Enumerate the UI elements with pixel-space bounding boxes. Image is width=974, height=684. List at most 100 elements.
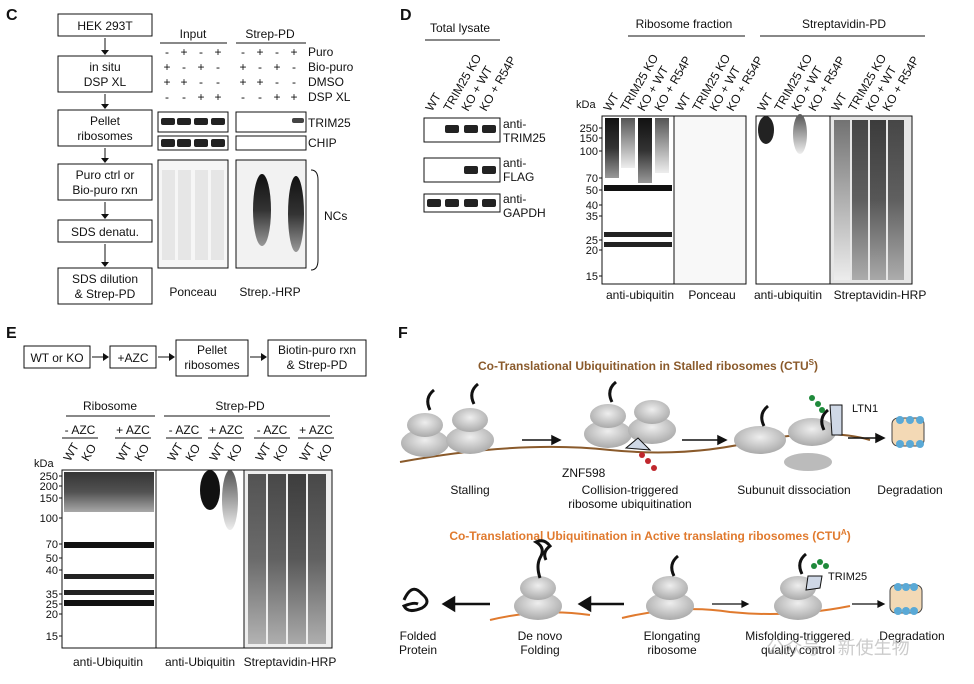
e-marker: 15	[46, 631, 58, 643]
d-blot-anti-2: anti-	[503, 156, 526, 170]
f-misfolding-2: quality control	[761, 643, 835, 657]
c-label-strep-hrp: Strep.-HRP	[239, 285, 300, 299]
d-ribo-title: Ribosome fraction	[636, 17, 733, 31]
e-azc-label: + AZC	[116, 423, 150, 437]
d-blot-trim25: TRIM25	[503, 131, 546, 145]
c-flowchart	[57, 13, 153, 305]
c-sign: +	[214, 45, 221, 59]
c-label-ncs: NCs	[324, 209, 347, 223]
d-marker: 25	[586, 235, 598, 247]
c-row-label: DMSO	[308, 75, 344, 89]
c-flow-4: Pellet	[90, 114, 121, 128]
f-misfolding-1: Misfolding-triggered	[745, 629, 850, 643]
c-sign: -	[275, 45, 279, 59]
d-lysate-lane: WT	[422, 90, 444, 114]
e-azc-label: - AZC	[257, 423, 288, 437]
c-ncs-bracket	[310, 169, 319, 271]
e-kda: kDa	[34, 458, 54, 470]
e-marker: 40	[46, 565, 58, 577]
e-strep-hrp	[248, 474, 326, 644]
c-flow-5: ribosomes	[77, 129, 132, 143]
c-sign: +	[256, 45, 263, 59]
c-sign: +	[239, 75, 246, 89]
d-marker: 35	[586, 211, 598, 223]
e-azc-label: - AZC	[65, 423, 96, 437]
e-lane-label: KO	[314, 441, 335, 463]
c-sign: -	[275, 75, 279, 89]
c-label-ponceau: Ponceau	[169, 285, 216, 299]
f-row1-ribosomes	[399, 380, 925, 471]
d-blot-anti-3: anti-	[503, 192, 526, 206]
e-marker: 100	[40, 513, 58, 525]
c-sign: -	[199, 75, 203, 89]
f-znf598: ZNF598	[562, 466, 606, 480]
c-flow-arrows	[101, 50, 109, 267]
c-sign: +	[239, 60, 246, 74]
c-row-label: Puro	[308, 45, 334, 59]
e-lane-label: KO	[224, 441, 245, 463]
d-marker: 20	[586, 245, 598, 257]
d-lane-label: WT	[828, 90, 850, 114]
c-sign: +	[197, 60, 204, 74]
c-sign: -	[182, 90, 186, 104]
c-label-chip: CHIP	[308, 136, 337, 150]
e-ribosome-title: Ribosome	[83, 399, 137, 413]
e-azc-label: - AZC	[169, 423, 200, 437]
d-lane-label: WT	[672, 90, 694, 114]
c-sign: +	[290, 45, 297, 59]
f-step-dissociation: Subunuit dissociation	[737, 483, 850, 497]
f-folded-2: Protein	[399, 643, 437, 657]
e-marker: 35	[46, 589, 58, 601]
d-ubiquitin-smears	[604, 118, 672, 247]
e-bottom-1: anti-Ubiquitin	[73, 655, 143, 669]
c-sign: -	[241, 90, 245, 104]
watermark-text: 公众号 · 新使生物	[766, 638, 909, 659]
e-marker: 250	[40, 471, 58, 483]
c-sign: -	[216, 75, 220, 89]
d-marker: 40	[586, 200, 598, 212]
c-row-label: Bio-puro	[308, 60, 354, 74]
f-row2-arrows	[441, 595, 624, 613]
d-strep-ubiquitin	[758, 114, 807, 154]
panel-label-c: C	[6, 7, 18, 24]
e-lane-label: WT	[252, 440, 274, 464]
e-lane-label: WT	[60, 440, 82, 464]
e-strep-ubiquitin	[200, 470, 238, 530]
e-strep-title: Strep-PD	[215, 399, 265, 413]
e-lane-label: KO	[182, 441, 203, 463]
f-row1-arrows	[522, 432, 886, 446]
c-sign: -	[292, 60, 296, 74]
e-marker: 25	[46, 599, 58, 611]
c-sign: +	[273, 60, 280, 74]
panel-label-d: D	[400, 7, 412, 24]
d-strep-title: Streptavidin-PD	[802, 17, 886, 31]
c-sign: -	[258, 60, 262, 74]
d-bottom-1: anti-ubiquitin	[606, 288, 674, 302]
c-sign: +	[290, 90, 297, 104]
e-ribosome-blot	[64, 472, 154, 606]
c-sign: -	[182, 60, 186, 74]
e-bottom-2: anti-Ubiquitin	[165, 655, 235, 669]
e-flow-3: Pellet	[197, 343, 228, 357]
c-sign: -	[165, 45, 169, 59]
d-bottom-2: Ponceau	[688, 288, 735, 302]
d-marker: 50	[586, 185, 598, 197]
e-azc-label: + AZC	[299, 423, 333, 437]
e-marker: 150	[40, 493, 58, 505]
c-strep-title: Strep-PD	[245, 27, 295, 41]
c-sign: -	[292, 75, 296, 89]
c-sign: +	[163, 75, 170, 89]
e-marker: 50	[46, 553, 58, 565]
f-ltn1: LTN1	[852, 403, 878, 415]
e-lane-label: WT	[113, 440, 135, 464]
e-marker: 20	[46, 609, 58, 621]
e-flow-arrows	[103, 353, 267, 361]
f-denovo-2: Folding	[520, 643, 559, 657]
e-lane-label: WT	[206, 440, 228, 464]
c-sign: +	[180, 45, 187, 59]
c-flow-7: Bio-puro rxn	[72, 183, 137, 197]
